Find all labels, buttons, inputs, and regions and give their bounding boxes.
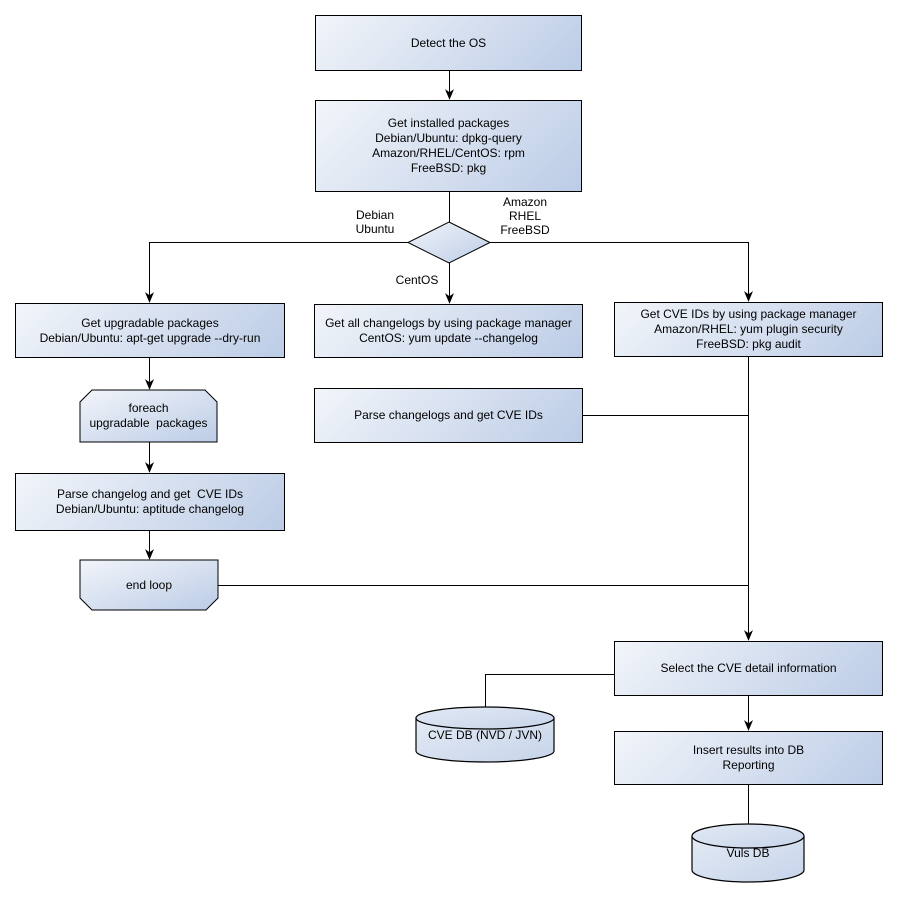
cve-db-label: CVE DB (NVD / JVN) [427, 727, 542, 742]
node-insert-results: Insert results into DB Reporting [614, 731, 883, 785]
os-decision-diamond [406, 221, 492, 264]
node-get-upgradable-packages: Get upgradable packages Debian/Ubuntu: a… [15, 303, 285, 358]
foreach-loop-label: foreach upgradable packages [89, 401, 208, 430]
cve-db-cylinder [415, 706, 555, 763]
node-parse-changelogs: Parse changelogs and get CVE IDs [314, 388, 583, 443]
node-detect-os: Detect the OS [315, 15, 582, 71]
end-loop-label: end loop [125, 577, 173, 592]
edge-select-to-cvedb [485, 674, 614, 707]
node-get-cve-ids: Get CVE IDs by using package manager Ama… [614, 302, 883, 357]
edge-decision-to-cve-ids [490, 242, 753, 302]
node-select-cve-detail: Select the CVE detail information [614, 641, 883, 696]
edge-decision-to-upgradable [145, 242, 408, 303]
foreach-loop-shape [79, 389, 218, 443]
node-parse-changelog: Parse changelog and get CVE IDs Debian/U… [15, 473, 285, 531]
node-get-all-changelogs: Get all changelogs by using package mana… [314, 304, 583, 358]
node-get-installed-packages: Get installed packages Debian/Ubuntu: dp… [315, 100, 582, 192]
end-loop-shape [79, 559, 219, 611]
edge-label-amazon-rhel-freebsd: Amazon RHEL FreeBSD [500, 195, 550, 237]
vuls-db-label: Vuls DB [726, 845, 770, 860]
edge-label-centos: CentOS [395, 273, 439, 287]
vuls-db-cylinder [691, 823, 805, 883]
edge-label-debian-ubuntu: Debian Ubuntu [355, 208, 395, 236]
